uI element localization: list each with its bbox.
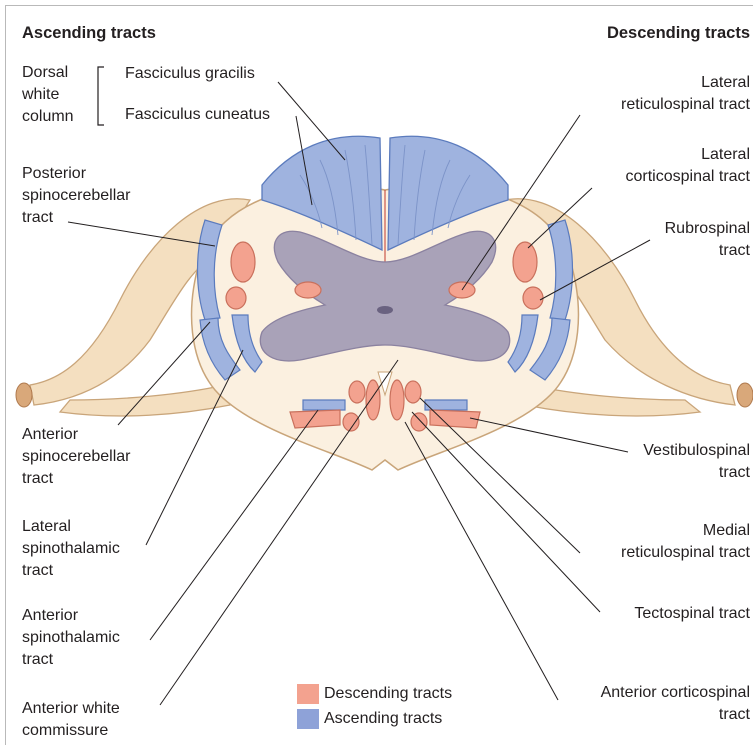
anterior-spinothalamic-left	[303, 400, 345, 410]
medial-reticulospinal-left	[349, 381, 365, 403]
central-canal	[377, 306, 393, 314]
anterior-corticospinal-right	[390, 380, 404, 420]
tectospinal-label: Tectospinal tract	[634, 603, 750, 625]
lateral-corticospinal-right	[513, 242, 537, 282]
anterior-spinothalamic-label: Anterior spinothalamic tract	[22, 605, 120, 671]
vestibulospinal-left	[290, 410, 340, 428]
fasciculus-cuneatus-label: Fasciculus cuneatus	[125, 104, 270, 126]
rubrospinal-left	[226, 287, 246, 309]
lateral-spinothalamic-label: Lateral spinothalamic tract	[22, 516, 120, 582]
tectospinal-right	[411, 413, 427, 431]
ascending-tracts-header: Ascending tracts	[22, 22, 156, 44]
anterior-corticospinal-label: Anterior corticospinal tract	[601, 682, 750, 726]
legend-descending-swatch	[297, 684, 319, 704]
medial-reticulospinal-label: Medial reticulospinal tract	[621, 520, 750, 564]
legend-ascending-swatch	[297, 709, 319, 729]
anterior-spinocerebellar-label: Anterior spinocerebellar tract	[22, 424, 131, 490]
rubrospinal-label: Rubrospinal tract	[665, 218, 750, 262]
anterior-corticospinal-left	[366, 380, 380, 420]
anterior-white-commissure-label: Anterior white commissure	[22, 698, 120, 742]
legend-descending-label: Descending tracts	[324, 683, 452, 705]
vestibulospinal-label: Vestibulospinal tract	[643, 440, 750, 484]
lateral-corticospinal-left	[231, 242, 255, 282]
lateral-reticulospinal-label: Lateral reticulospinal tract	[621, 72, 750, 116]
lateral-reticulospinal-left	[295, 282, 321, 298]
dorsal-white-column-label: Dorsal white column	[22, 62, 74, 128]
fasciculus-gracilis-label: Fasciculus gracilis	[125, 63, 255, 85]
medial-reticulospinal-right	[405, 381, 421, 403]
descending-tracts-header: Descending tracts	[607, 22, 750, 44]
dorsal-column-bracket	[98, 67, 104, 125]
posterior-spinocerebellar-label: Posterior spinocerebellar tract	[22, 163, 131, 229]
rubrospinal-right	[523, 287, 543, 309]
legend-ascending-label: Ascending tracts	[324, 708, 442, 730]
lateral-corticospinal-label: Lateral corticospinal tract	[626, 144, 751, 188]
